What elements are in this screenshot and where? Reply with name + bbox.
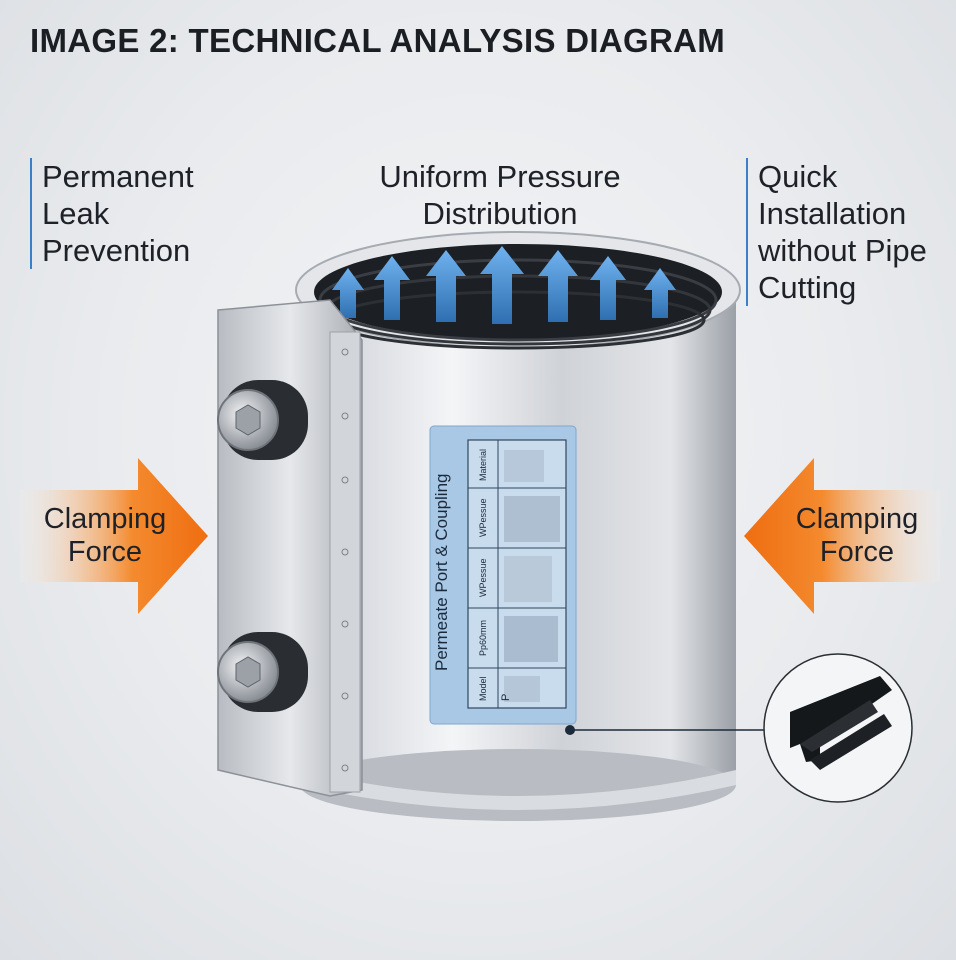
page-title: IMAGE 2: TECHNICAL ANALYSIS DIAGRAM bbox=[30, 22, 725, 59]
clamp-flange bbox=[217, 299, 363, 797]
nameplate-title: Permeate Port & Coupling bbox=[432, 473, 451, 671]
nameplate-row-model: Model bbox=[478, 676, 488, 702]
callout-leak-prevention: Permanent Leak Prevention bbox=[30, 158, 194, 269]
nameplate-row-size: Pp60mm bbox=[478, 620, 488, 657]
nameplate bbox=[429, 425, 577, 725]
clamping-force-arrow-right bbox=[744, 458, 940, 614]
nameplate-value-hint: P bbox=[500, 693, 512, 701]
nameplate-row-material: Material bbox=[478, 449, 488, 482]
clamping-force-arrow-left bbox=[20, 458, 208, 614]
clamping-force-label-right: Clamping Force bbox=[795, 503, 919, 568]
gasket-callout bbox=[565, 653, 913, 803]
callout-uniform-pressure: Uniform Pressure Distribution bbox=[379, 159, 621, 231]
bolt-icon bbox=[217, 641, 279, 703]
clamping-force-label-left: Clamping Force bbox=[43, 503, 167, 568]
nameplate-row-pressure-2: WPessue bbox=[478, 498, 488, 538]
callout-quick-installation: Quick Installation without Pipe Cutting bbox=[746, 158, 927, 306]
nameplate-row-pressure-1: WPessue bbox=[478, 558, 488, 598]
pressure-arrows bbox=[332, 246, 676, 324]
bolt-icon bbox=[217, 389, 279, 451]
